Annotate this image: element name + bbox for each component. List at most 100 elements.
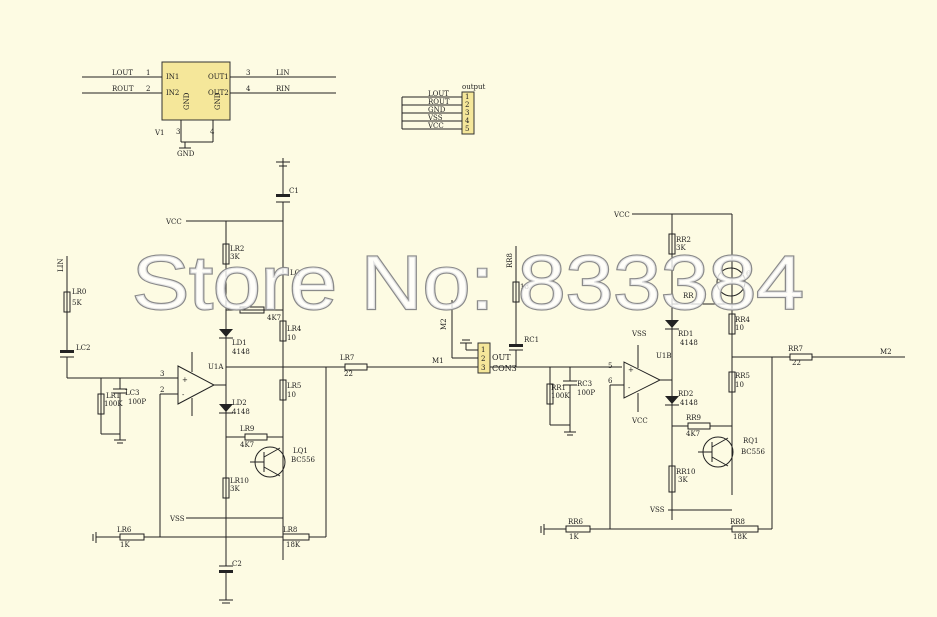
lbl-u1b-plus: + bbox=[628, 366, 634, 374]
out-con-num-3: 3 bbox=[481, 364, 485, 372]
left-channel: C1 VCC LR2 3K LQ 4K7 LD1 4148 LD2 4148 L… bbox=[57, 158, 480, 604]
lbl-left-vcc: VCC bbox=[165, 218, 182, 226]
out-con-num-1: 1 bbox=[481, 346, 485, 354]
lbl-lr1-value: 100K bbox=[104, 400, 123, 408]
lbl-lr2: LR2 bbox=[230, 245, 244, 253]
lbl-u1b-pin6: 6 bbox=[608, 377, 613, 385]
lbl-lc2: LC2 bbox=[76, 344, 90, 352]
lbl-lq-partial: LQ bbox=[290, 269, 301, 277]
ic-pin-out1: OUT1 bbox=[208, 73, 229, 81]
lbl-lr6-value: 1K bbox=[120, 541, 130, 549]
lbl-rd2-value: 4148 bbox=[680, 399, 698, 407]
out-con-ref: OUT bbox=[492, 353, 511, 362]
lbl-rr4-value: 10 bbox=[735, 324, 744, 332]
ic-pin-num-3: 3 bbox=[246, 69, 250, 77]
lbl-ld1-value: 4148 bbox=[232, 348, 250, 356]
lbl-u1b-minus: - bbox=[628, 384, 631, 392]
lbl-u1b-pin5: 5 bbox=[608, 362, 612, 370]
lbl-lr9-value: 4K7 bbox=[240, 441, 254, 449]
lbl-lr7: LR7 bbox=[340, 354, 354, 362]
out-connector: 1 2 3 OUT CON3 M2 bbox=[440, 300, 546, 374]
lbl-rr2: RR2 bbox=[676, 236, 691, 244]
output-pin-vcc: VCC bbox=[427, 122, 444, 130]
lbl-c1: C1 bbox=[289, 187, 299, 195]
lbl-rr5: RR5 bbox=[735, 372, 750, 380]
lbl-lr10-value: 3K bbox=[230, 485, 240, 493]
lbl-rr1: RR1 bbox=[551, 384, 566, 392]
ic-right-net-1: LIN bbox=[276, 69, 290, 77]
lbl-lq1-value: BC556 bbox=[291, 456, 316, 464]
out-con-num-2: 2 bbox=[481, 355, 485, 363]
output-num-3: 3 bbox=[465, 109, 469, 117]
ic-gnd-num-2: 4 bbox=[210, 128, 215, 136]
lbl-lr10: LR10 bbox=[230, 477, 249, 485]
lbl-left-vss: VSS bbox=[169, 515, 185, 523]
lbl-lr8: LR8 bbox=[283, 526, 297, 534]
output-header: output LOUT ROUT GND VSS VCC 1 2 3 4 5 bbox=[401, 83, 486, 135]
ic-pin-num-4: 4 bbox=[246, 85, 251, 93]
lbl-m2-net: M2 bbox=[880, 348, 892, 356]
ic-pin-out2: OUT2 bbox=[208, 89, 229, 97]
lbl-lr6: LR6 bbox=[117, 526, 132, 534]
lbl-rr3-partial: RR bbox=[683, 292, 694, 300]
lbl-u1a-minus: - bbox=[182, 391, 185, 399]
lbl-rr6: RR6 bbox=[568, 518, 584, 526]
lbl-u1b: U1B bbox=[656, 352, 672, 360]
lbl-lc3: LC3 bbox=[125, 389, 139, 397]
ic-left-net-1: LOUT bbox=[112, 69, 133, 77]
output-pin-vss: VSS bbox=[427, 114, 443, 122]
lbl-u1a-pin3: 3 bbox=[160, 370, 164, 378]
ic-ref: V1 bbox=[154, 129, 165, 137]
lbl-rr10: RR10 bbox=[676, 468, 695, 476]
lbl-lr5: LR5 bbox=[287, 382, 301, 390]
output-header-title: output bbox=[462, 83, 486, 91]
lbl-rr8-bottom-value: 18K bbox=[733, 533, 748, 541]
lbl-right-vss-top: VSS bbox=[631, 330, 647, 338]
lbl-u1a: U1A bbox=[208, 363, 224, 371]
out-con-m2: M2 bbox=[440, 318, 448, 330]
output-num-5: 5 bbox=[465, 125, 469, 133]
output-num-2: 2 bbox=[465, 101, 469, 109]
lbl-rd1-value: 4148 bbox=[680, 339, 698, 347]
ic-pin-gnd-1: GND bbox=[183, 92, 191, 110]
ic-gnd-label: GND bbox=[177, 150, 195, 158]
lbl-lq1: LQ1 bbox=[293, 447, 308, 455]
lbl-u1a-pin2: 2 bbox=[160, 386, 164, 394]
lbl-right-vcc-top: VCC bbox=[613, 211, 630, 219]
lbl-rc1: RC1 bbox=[524, 336, 539, 344]
lbl-rc3: RC3 bbox=[577, 380, 592, 388]
lbl-rr8-top: RR8 bbox=[506, 253, 514, 268]
ic-pin-in2: IN2 bbox=[166, 89, 179, 97]
lbl-lr0: LR0 bbox=[72, 288, 86, 296]
lbl-lr5-value: 10 bbox=[287, 391, 296, 399]
output-pin-rout: ROUT bbox=[428, 98, 450, 106]
lbl-lc3-value: 100P bbox=[128, 398, 146, 406]
lbl-rq1-value: BC556 bbox=[741, 448, 766, 456]
rq-top-transistor-icon bbox=[716, 267, 746, 297]
lbl-rc3-value: 100P bbox=[577, 389, 595, 397]
lbl-r6-partial: 6 bbox=[746, 270, 751, 278]
ic-v1: LOUT ROUT 1 2 IN1 IN2 OUT1 OUT2 3 4 LIN … bbox=[82, 61, 336, 158]
ic-pin-num-1: 1 bbox=[146, 69, 150, 77]
lbl-lr4: LR4 bbox=[287, 325, 302, 333]
lbl-rr5-value: 10 bbox=[735, 381, 744, 389]
lbl-lr4-value: 10 bbox=[287, 334, 296, 342]
lbl-ld2-value: 4148 bbox=[232, 408, 250, 416]
lbl-rr2-value: 3K bbox=[676, 244, 686, 252]
lbl-right-vss: VSS bbox=[649, 506, 665, 514]
ic-left-net-2: ROUT bbox=[112, 85, 134, 93]
lbl-rr7-value: 22 bbox=[792, 359, 801, 367]
lbl-rd1: RD1 bbox=[678, 330, 693, 338]
lbl-lr9: LR9 bbox=[240, 425, 254, 433]
output-pin-gnd: GND bbox=[428, 106, 446, 114]
ic-pin-num-2: 2 bbox=[146, 85, 150, 93]
lbl-c2: C2 bbox=[232, 560, 242, 568]
output-num-4: 4 bbox=[465, 117, 470, 125]
lbl-u1a-plus: + bbox=[182, 376, 188, 384]
ic-right-net-2: RIN bbox=[276, 85, 290, 93]
out-con-name: CON3 bbox=[492, 364, 517, 373]
store-watermark: Store No: 833384 bbox=[132, 241, 804, 326]
lbl-rr4: RR4 bbox=[735, 316, 751, 324]
lbl-m1-net: M1 bbox=[432, 357, 444, 365]
